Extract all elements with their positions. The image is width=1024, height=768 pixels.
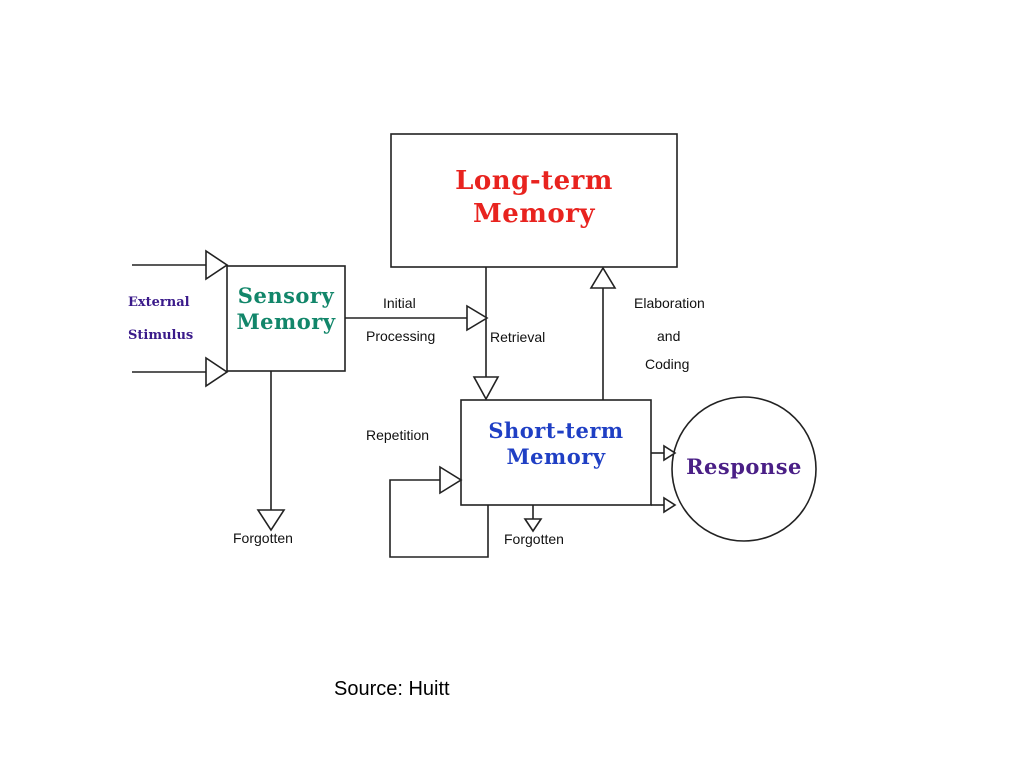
response-label: Response: [686, 454, 802, 479]
repetition-label: Repetition: [366, 427, 430, 443]
long-term-memory-box: [390, 133, 678, 268]
and-label: and: [657, 328, 681, 344]
sensory-memory-title: Sensory Memory: [227, 283, 345, 336]
initial-label: Initial: [383, 295, 416, 311]
response-title: Response: [672, 454, 816, 480]
long-term-memory-title: Long-term Memory: [391, 165, 677, 230]
repetition-arrow: [439, 465, 463, 495]
long-term-line1: Long-term: [455, 166, 613, 196]
sensory-line1: Sensory: [237, 283, 335, 308]
response-arrow-bottom: [663, 496, 677, 514]
initial-processing-arrow: [466, 304, 489, 332]
short-term-forgotten-label: Forgotten: [504, 531, 564, 547]
coding-label: Coding: [645, 356, 690, 372]
short-term-memory-title: Short-term Memory: [461, 418, 651, 471]
stimulus-arrow-top: [205, 249, 229, 281]
retrieval-label: Retrieval: [490, 329, 546, 345]
repetition-loop-line: [389, 479, 489, 558]
external-stimulus-label: External Stimulus: [128, 286, 193, 352]
retrieval-arrow: [472, 376, 500, 401]
response-arrow-top: [663, 444, 677, 462]
stimulus-arrow-bottom: [205, 356, 229, 388]
diagram-panel: [120, 116, 840, 576]
short-term-line1: Short-term: [488, 418, 624, 443]
elaboration-arrow: [589, 266, 617, 289]
external-label: External: [128, 295, 190, 310]
sensory-line2: Memory: [236, 309, 336, 335]
sensory-forgotten-arrow: [256, 509, 286, 532]
processing-label: Processing: [366, 328, 436, 344]
stimulus-label: Stimulus: [128, 328, 194, 343]
short-term-forgotten-arrow: [523, 518, 543, 533]
short-term-line2: Memory: [506, 444, 606, 470]
source-caption: Source: Huitt: [334, 678, 450, 700]
elaboration-label: Elaboration: [634, 295, 705, 311]
sensory-forgotten-label: Forgotten: [233, 530, 293, 546]
response-circle: [671, 396, 817, 542]
long-term-line2: Memory: [473, 198, 595, 229]
